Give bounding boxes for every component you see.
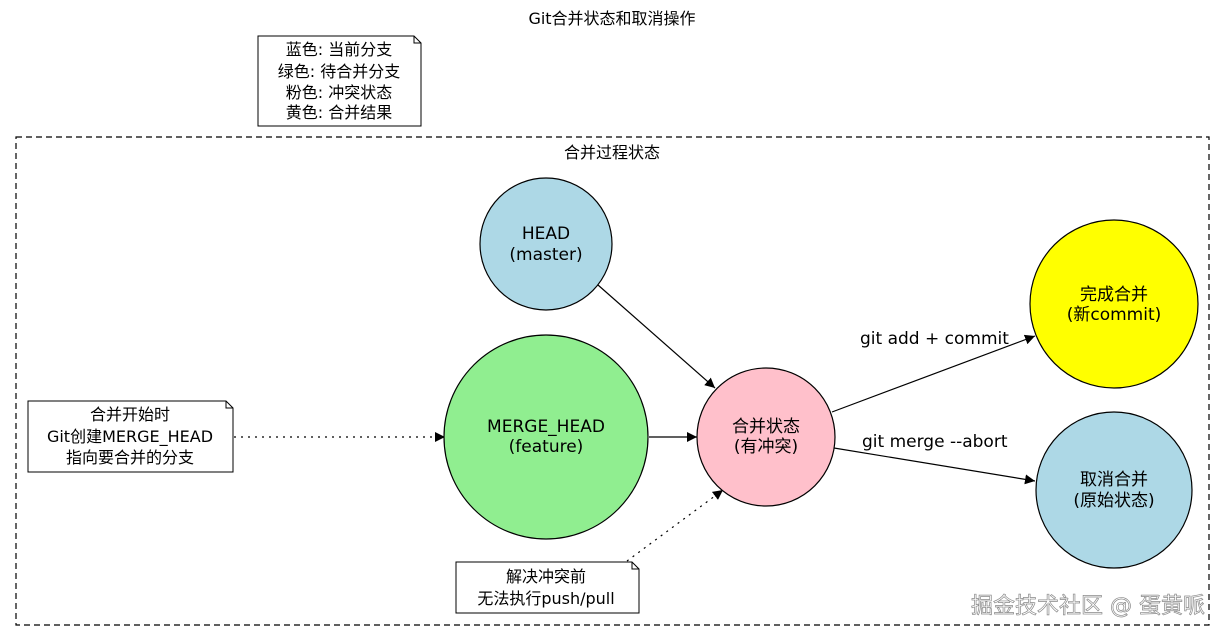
node-aborted-line1: 取消合并 xyxy=(1080,470,1148,490)
merge-process-cluster: 合并过程状态 xyxy=(15,136,1210,626)
node-head-line2: (master) xyxy=(509,245,582,265)
node-complete: 完成合并 (新commit) xyxy=(1029,219,1199,389)
edge-head-to-merging xyxy=(597,284,716,389)
note-merge-start-line2: Git创建MERGE_HEAD xyxy=(47,427,213,447)
node-merge-head: MERGE_HEAD (feature) xyxy=(443,334,649,540)
node-merging-line1: 合并状态 xyxy=(732,417,800,437)
edge-merging-to-complete xyxy=(831,334,1036,413)
node-merge-head-line2: (feature) xyxy=(509,437,584,457)
note-merge-start-line3: 指向要合并的分支 xyxy=(66,448,194,467)
node-merging: 合并状态 (有冲突) xyxy=(696,367,836,507)
node-aborted: 取消合并 (原始状态) xyxy=(1035,411,1193,569)
legend-note: 蓝色: 当前分支 绿色: 待合并分支 粉色: 冲突状态 黄色: 合并结果 xyxy=(257,35,422,127)
edge-label-abort: git merge --abort xyxy=(862,432,1008,452)
diagram-title: Git合并状态和取消操作 xyxy=(528,9,695,28)
legend-line-pink: 粉色: 冲突状态 xyxy=(286,83,392,102)
node-merge-head-line1: MERGE_HEAD xyxy=(487,417,605,437)
node-aborted-circle xyxy=(1035,411,1193,569)
note-merge-start-line1: 合并开始时 xyxy=(90,405,170,424)
note-conflict-line2: 无法执行push/pull xyxy=(477,589,614,608)
node-complete-circle xyxy=(1029,219,1199,389)
edge-label-commit: git add + commit xyxy=(860,329,1009,349)
node-head-line1: HEAD xyxy=(522,224,570,244)
watermark: 掘金技术社区 @ 蛋黄哌 xyxy=(971,594,1205,619)
note-conflict: 解决冲突前 无法执行push/pull xyxy=(455,561,640,614)
node-merging-line2: (有冲突) xyxy=(734,437,798,457)
note-conflict-line1: 解决冲突前 xyxy=(506,567,586,586)
edge-merging-to-aborted xyxy=(833,447,1036,485)
note-merge-start: 合并开始时 Git创建MERGE_HEAD 指向要合并的分支 xyxy=(27,400,234,473)
edge-note-to-merging xyxy=(626,489,724,562)
node-complete-line2: (新commit) xyxy=(1067,305,1162,325)
node-merge-head-circle xyxy=(443,334,649,540)
legend-line-yellow: 黄色: 合并结果 xyxy=(286,103,392,122)
cluster-label: 合并过程状态 xyxy=(564,143,660,162)
node-merging-circle xyxy=(696,367,836,507)
node-complete-line1: 完成合并 xyxy=(1080,285,1148,305)
legend-line-green: 绿色: 待合并分支 xyxy=(278,62,400,81)
legend-line-blue: 蓝色: 当前分支 xyxy=(286,40,392,59)
node-head: HEAD (master) xyxy=(479,177,613,311)
node-head-circle xyxy=(479,177,613,311)
node-aborted-line2: (原始状态) xyxy=(1073,491,1154,511)
edges xyxy=(234,284,1036,562)
